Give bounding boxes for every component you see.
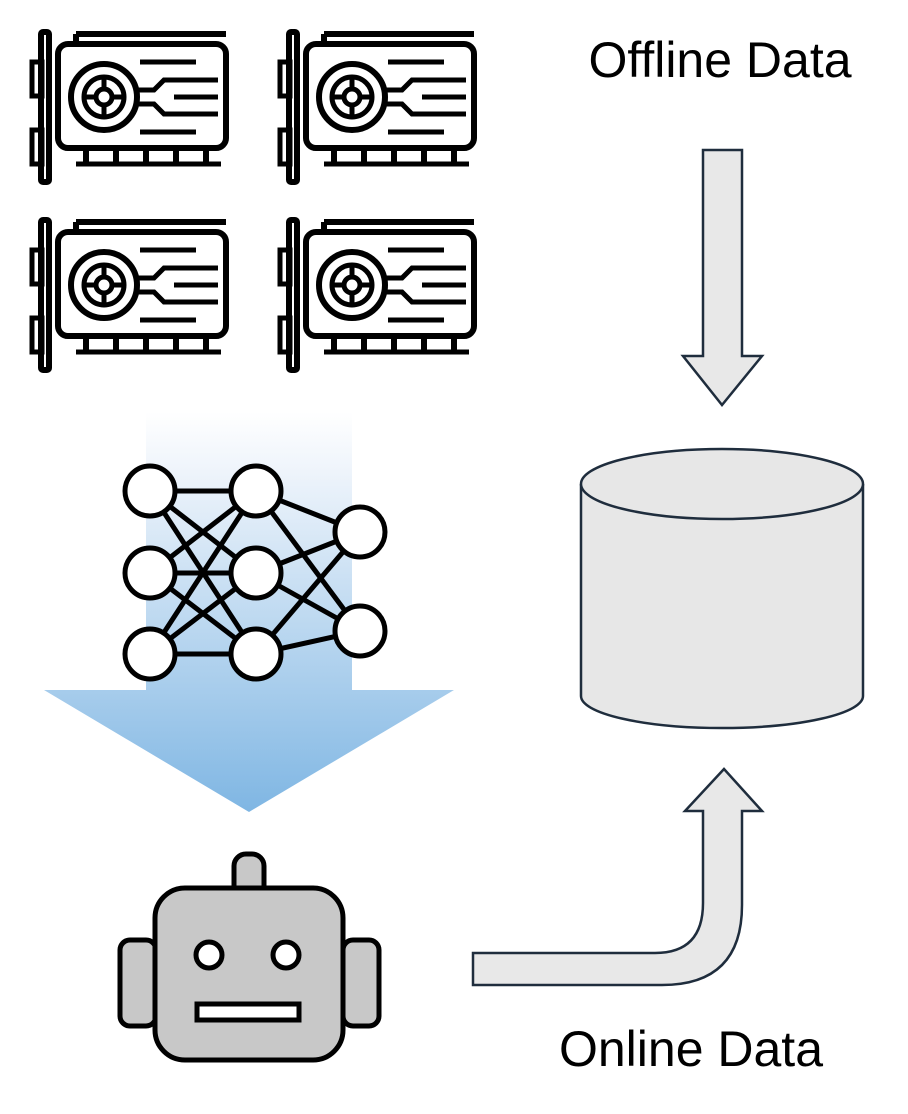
- online-arrow: [471, 767, 765, 987]
- offline-data-label: Offline Data: [588, 32, 851, 88]
- offline-arrow: [680, 148, 765, 407]
- gpu-card-icon: [280, 32, 474, 182]
- gpu-card-icon: [32, 32, 226, 182]
- gpu-card-icon: [32, 220, 226, 370]
- robot-agent-icon: [117, 851, 382, 1063]
- neural-network-icon: [122, 463, 388, 682]
- online-data-label: Online Data: [559, 1021, 823, 1077]
- gpu-card-icon: [280, 220, 474, 370]
- database-cylinder-icon: [579, 447, 865, 730]
